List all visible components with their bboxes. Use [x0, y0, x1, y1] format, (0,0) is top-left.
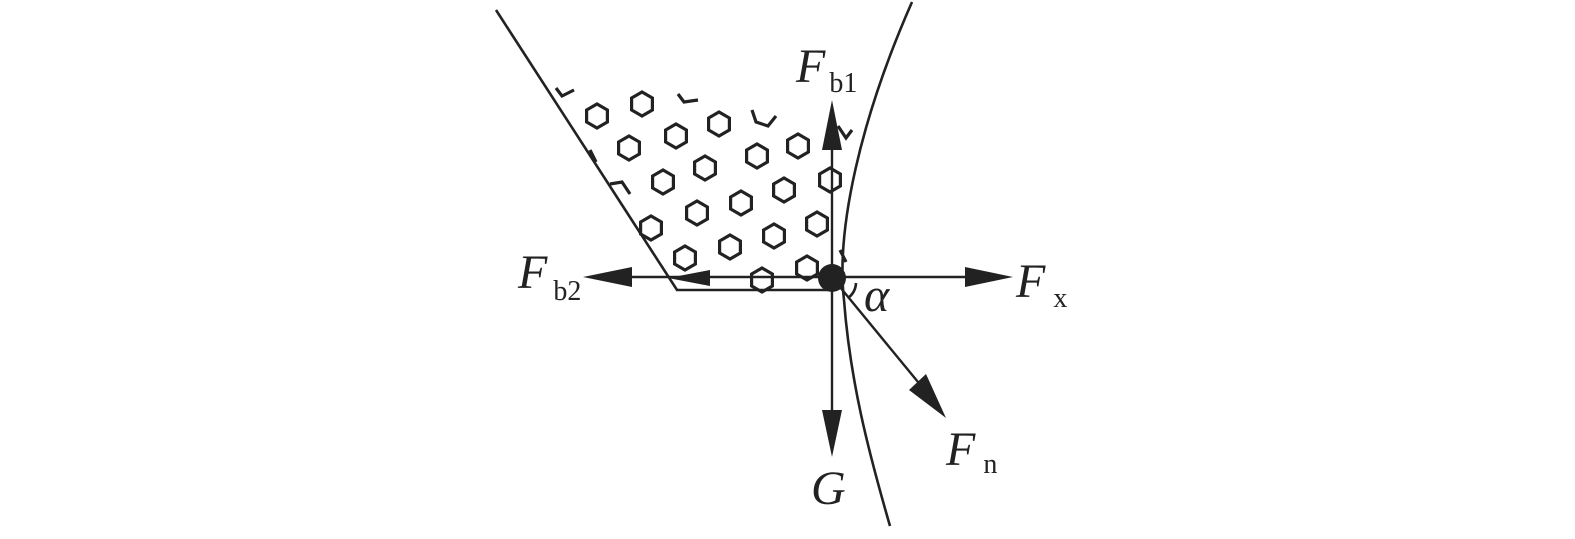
particle — [744, 142, 770, 170]
particle — [771, 176, 797, 204]
particle — [650, 168, 676, 196]
particle — [672, 244, 698, 272]
particle — [717, 233, 743, 261]
partial-particle — [676, 93, 699, 104]
contact-point — [818, 264, 846, 292]
particle — [794, 254, 820, 282]
particle-field — [554, 87, 854, 294]
particle — [804, 210, 830, 238]
angle-arc — [847, 282, 858, 300]
particle — [692, 154, 718, 182]
arrowhead-fx — [965, 267, 1013, 287]
curved-surface — [841, 1, 914, 527]
particle — [761, 222, 787, 250]
particle — [584, 102, 610, 130]
partial-particle — [588, 149, 598, 163]
partial-particle — [836, 125, 854, 141]
label-g: G — [811, 462, 846, 515]
partial-particle — [609, 180, 632, 195]
particle — [684, 199, 710, 227]
particle — [785, 132, 811, 160]
label-alpha: α — [864, 269, 890, 322]
arrowhead-g — [822, 410, 842, 457]
partial-particle — [750, 109, 778, 128]
particle — [728, 189, 754, 217]
particle — [706, 110, 732, 138]
particle — [663, 122, 689, 150]
arrowhead-fb1 — [822, 100, 842, 150]
particle — [616, 134, 642, 162]
force-vectors — [583, 100, 1013, 457]
particle — [629, 90, 655, 118]
partial-particle — [838, 249, 848, 263]
arrowhead-fb2 — [583, 267, 632, 287]
particle — [638, 214, 664, 242]
arrowhead-fn — [909, 374, 946, 418]
particle — [817, 166, 843, 194]
partial-particle — [554, 87, 575, 99]
hopper-wall — [494, 9, 832, 292]
arrowhead-bottom-left — [668, 270, 710, 286]
particle — [749, 266, 775, 294]
